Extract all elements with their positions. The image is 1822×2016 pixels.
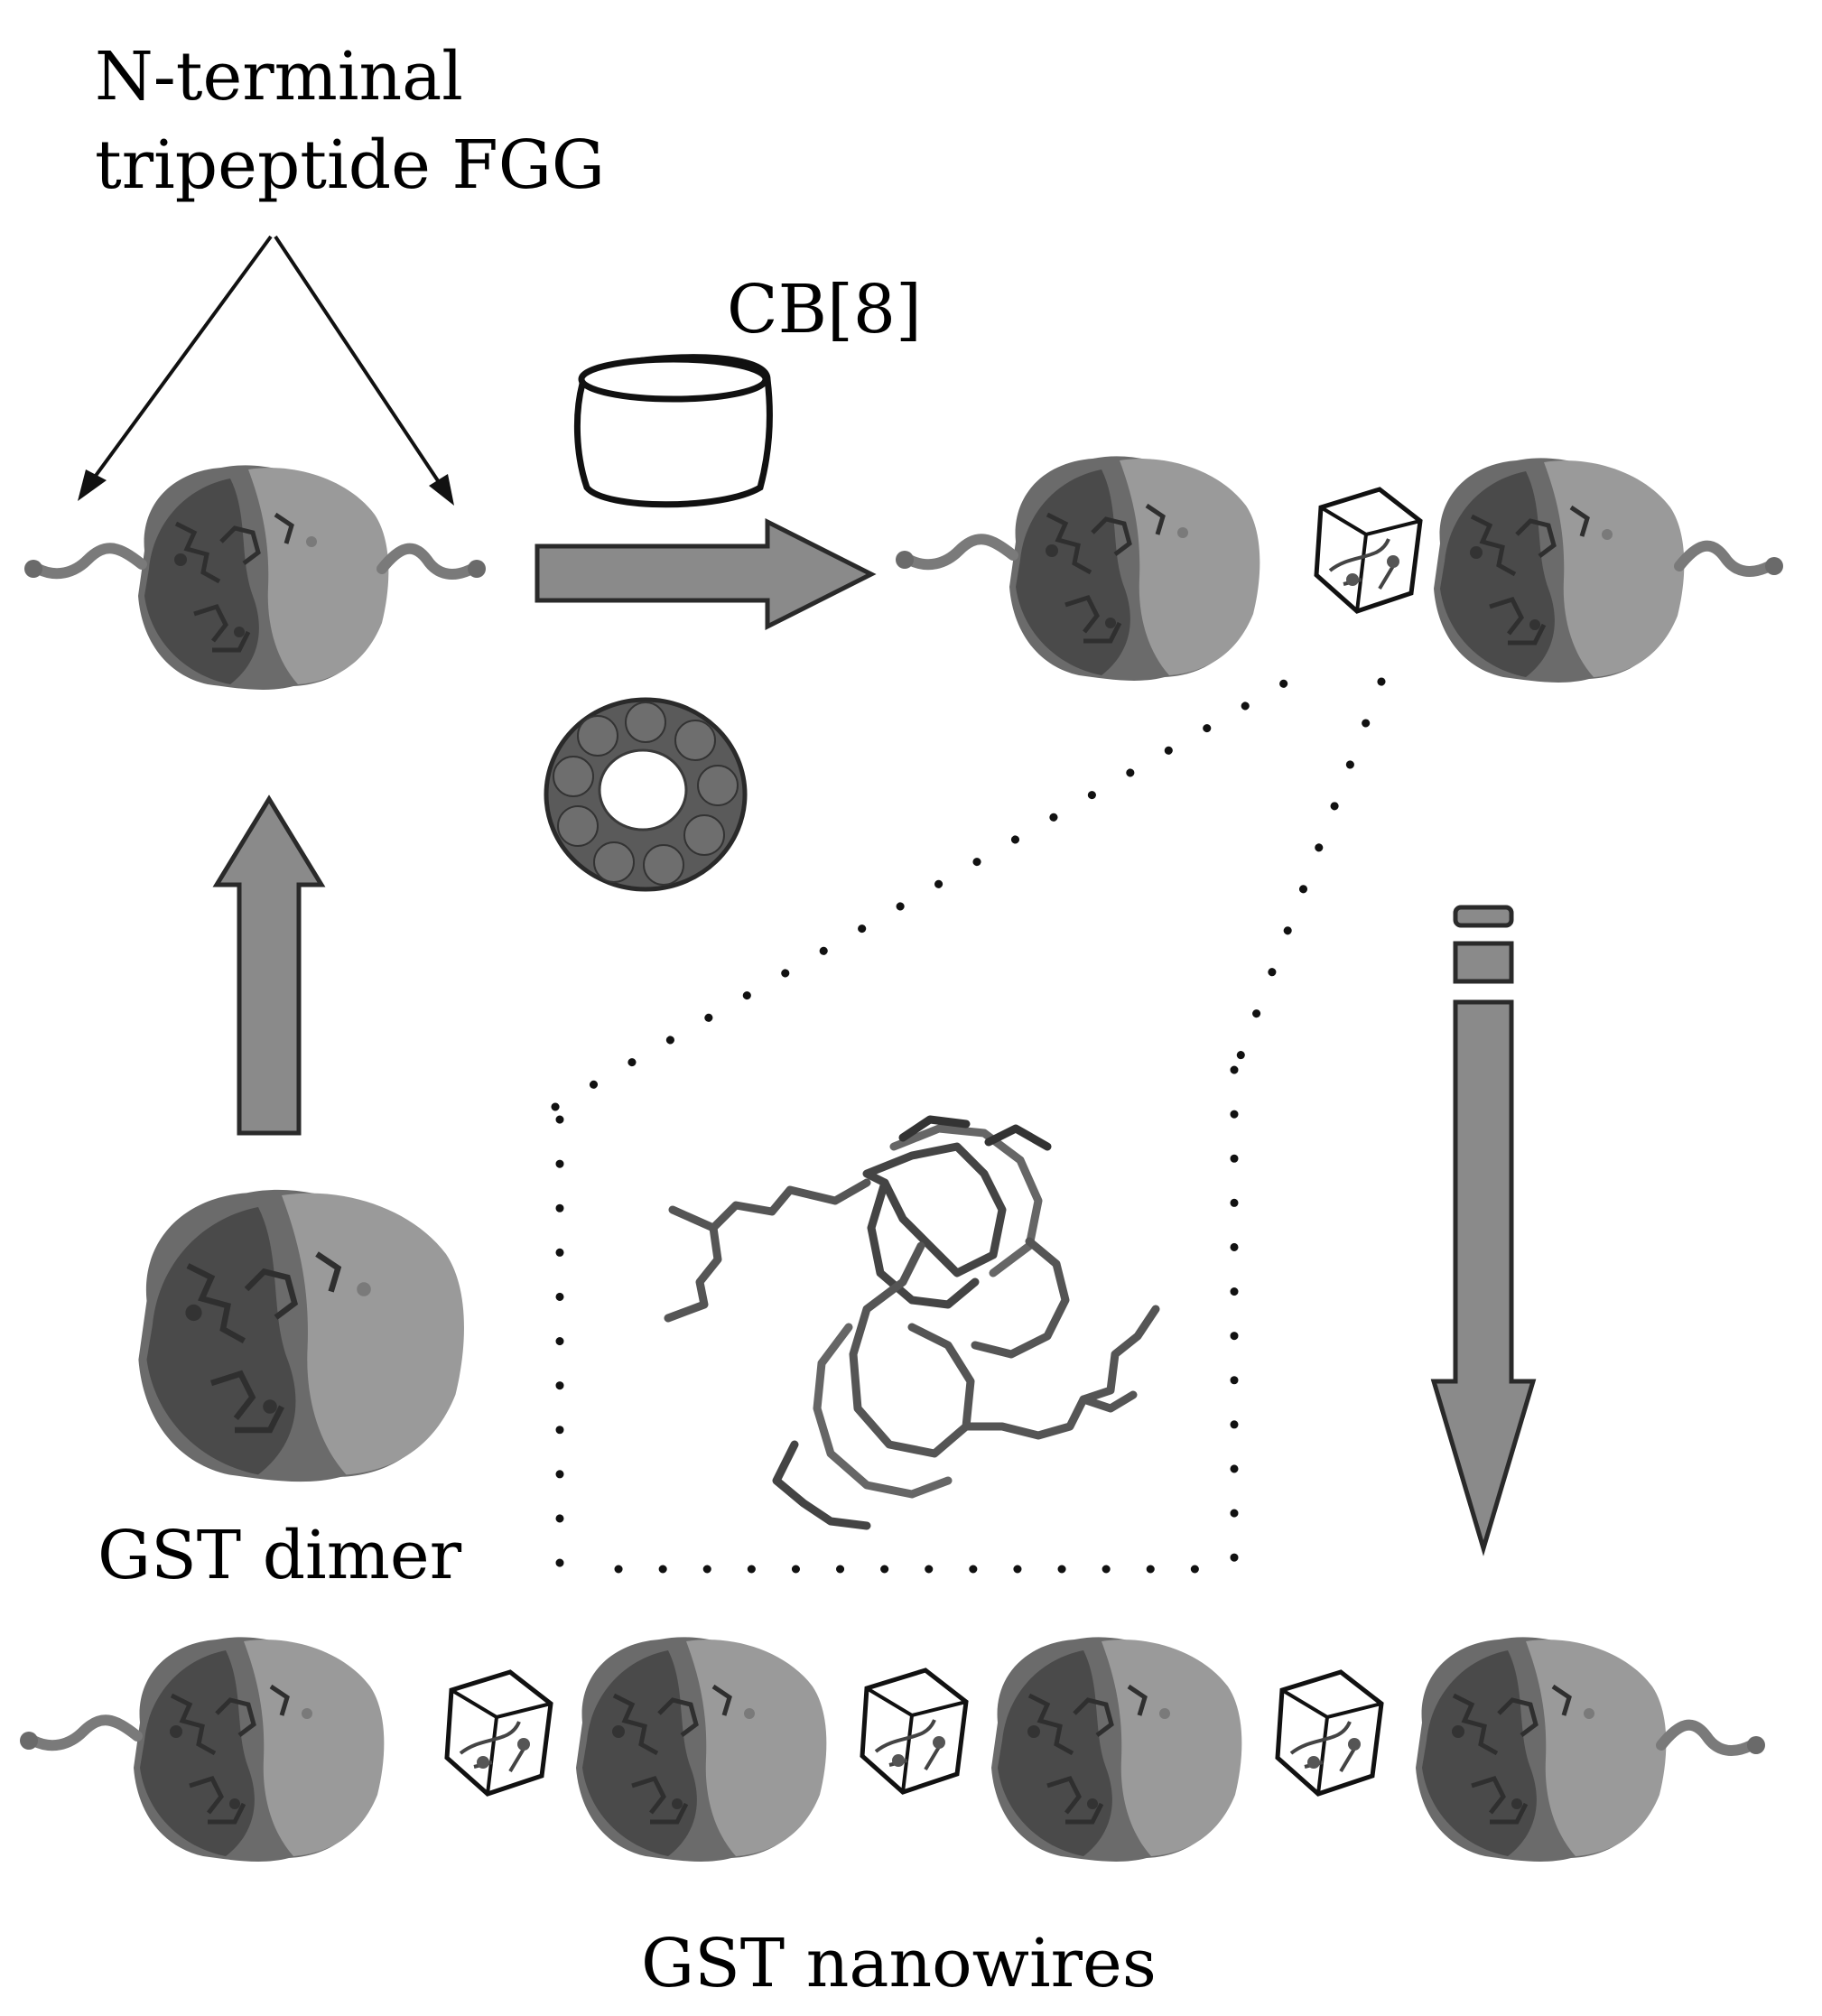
- molecular-stick-model: [664, 1115, 1160, 1530]
- n-terminal-label-line1: N-terminal: [95, 38, 463, 116]
- cb8-label: CB[8]: [727, 271, 922, 348]
- arrow-down: [1430, 905, 1537, 1556]
- zoom-dotted-outline: [551, 659, 1386, 1575]
- arrow-up: [212, 794, 326, 1136]
- gst-dimer-pair-top-right: [896, 456, 1783, 683]
- n-terminal-label-line2: tripeptide FGG: [95, 126, 605, 204]
- gst-dimer-top-left: [24, 465, 486, 690]
- cb8-barrel-icon: [573, 354, 773, 508]
- gst-dimer-label: GST dimer: [98, 1517, 462, 1594]
- gst-nanowire-chain: [20, 1637, 1765, 1862]
- pointer-arrows: [78, 235, 454, 506]
- cb8-ring-icon: [544, 697, 748, 892]
- gst-nanowires-label: GST nanowires: [641, 1925, 1157, 2002]
- arrow-right: [535, 517, 877, 631]
- gst-dimer-bottom-left: [138, 1190, 464, 1482]
